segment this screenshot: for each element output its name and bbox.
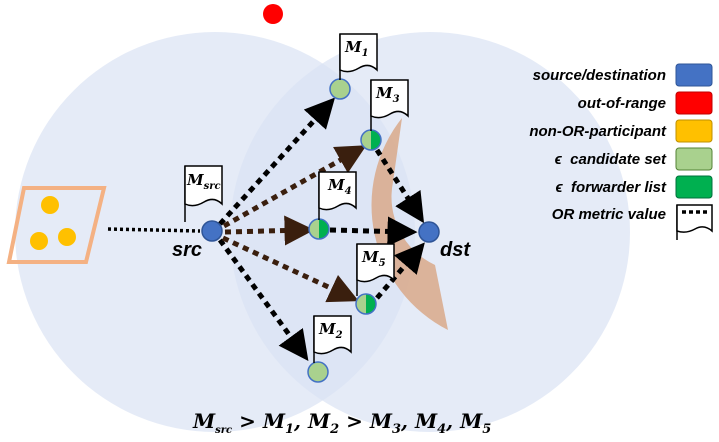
arrow-src-m2 [217, 238, 309, 362]
forwarder-node-m5 [355, 293, 377, 315]
legend-label-forwarder-list: ϵ forwarder list [555, 179, 667, 196]
arrow-src-m5 [221, 235, 359, 303]
flag-m5-base: M [361, 248, 379, 266]
arrow-src-m3 [222, 145, 367, 229]
flag-m5-sub: 5 [379, 258, 386, 269]
dst-label: dst [440, 239, 471, 261]
flag-m4: M4 [318, 171, 357, 220]
legend-label-source-destination: source/destination [533, 67, 666, 84]
flag-m-src-base: M [186, 171, 204, 189]
flag-m1-base: M [344, 38, 362, 56]
flag-m1: M1 [339, 33, 378, 80]
legend-flag-icon [676, 204, 713, 240]
src-arrows [217, 97, 336, 362]
non-or-participant-box [6, 186, 107, 264]
arrow-m4-dst [329, 216, 418, 247]
flag-m3: M3 [370, 79, 409, 131]
svg-text:M3: M3 [375, 84, 400, 105]
flag-m4-sub: 4 [345, 186, 352, 197]
legend-swatch-candidate-set [675, 147, 713, 171]
candidate-node-m2 [307, 361, 329, 383]
flag-m2-base: M [318, 320, 336, 338]
forwarder-node-m3 [360, 129, 382, 151]
forwarder-to-dst-arrows [329, 148, 425, 300]
arrow-src-m1 [218, 97, 336, 226]
legend: source/destination out-of-range non-OR-p… [529, 63, 713, 240]
src-label: src [172, 239, 202, 261]
flag-m2: M2 [313, 315, 352, 363]
out-of-range-node [263, 4, 283, 24]
svg-text:M5: M5 [361, 248, 386, 269]
legend-swatch-out-of-range [675, 91, 713, 115]
arrow-src-m4 [224, 215, 315, 246]
flag-m4-base: M [327, 176, 345, 194]
legend-swatch-source-destination [675, 63, 713, 87]
legend-label-candidate-set: ϵ candidate set [555, 151, 667, 168]
flag-m-src-sub: src [204, 181, 221, 192]
source-node [201, 220, 223, 242]
svg-text:Msrc: Msrc [186, 171, 221, 192]
legend-label-non-or-participant: non-OR-participant [529, 123, 667, 140]
svg-text:M1: M1 [344, 38, 369, 59]
destination-node [418, 221, 440, 243]
flag-m3-sub: 3 [393, 94, 400, 105]
svg-text:M2: M2 [318, 320, 343, 341]
svg-text:M4: M4 [327, 176, 352, 197]
src-forwarder-arrows [221, 145, 367, 303]
flag-m5: M5 [356, 243, 395, 296]
forwarder-node-m4 [308, 218, 330, 240]
flag-m3-base: M [375, 84, 393, 102]
arrow-m3-dst [374, 148, 425, 224]
legend-swatch-non-or-participant [675, 119, 713, 143]
non-or-node [30, 232, 48, 250]
non-or-node [58, 228, 76, 246]
metric-inequality: Msrc > M1, M2 > M3, M4, M5 [192, 409, 491, 437]
non-or-node [41, 196, 59, 214]
legend-label-out-of-range: out-of-range [578, 95, 666, 112]
flag-m-src: Msrc [184, 165, 223, 222]
legend-label-or-metric-value: OR metric value [552, 206, 666, 223]
candidate-node-m1 [329, 78, 351, 100]
legend-swatch-forwarder-list [675, 175, 713, 199]
flag-m2-sub: 2 [335, 330, 343, 341]
flag-m1-sub: 1 [362, 48, 369, 59]
